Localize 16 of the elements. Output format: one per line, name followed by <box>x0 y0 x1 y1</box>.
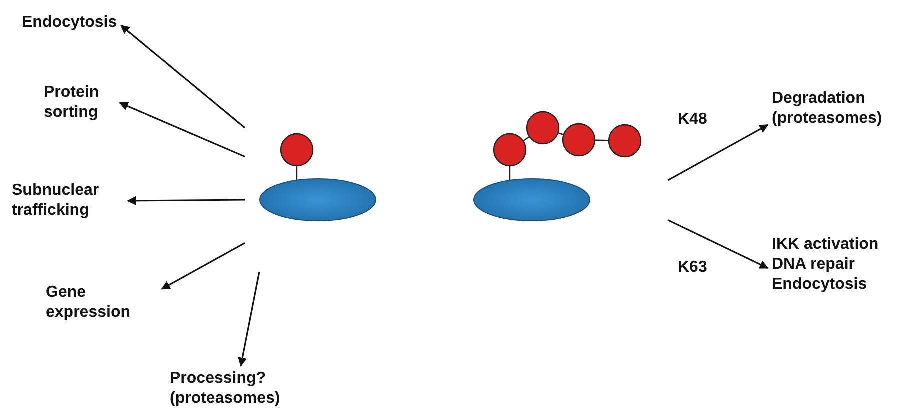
arrow <box>161 242 246 290</box>
outcome-text: IKK activation <box>772 235 879 255</box>
outcome-label: Protein sorting <box>40 80 120 126</box>
arrow <box>119 102 246 158</box>
arrow <box>668 219 769 270</box>
outcome-label: Processing? (proteasomes) <box>166 366 316 412</box>
outcome-label: Gene expression <box>42 280 162 326</box>
arrow <box>127 196 245 206</box>
outcome-label: Degradation (proteasomes) <box>768 86 914 132</box>
outcome-label: Subnuclear trafficking <box>8 178 128 224</box>
arrow <box>668 124 769 182</box>
arrow <box>238 272 260 367</box>
outcome-text: DNA repair <box>772 255 856 275</box>
outcome-label: Endocytosis <box>18 10 122 36</box>
arrow <box>120 24 246 129</box>
outcome-text: Endocytosis <box>772 275 868 295</box>
